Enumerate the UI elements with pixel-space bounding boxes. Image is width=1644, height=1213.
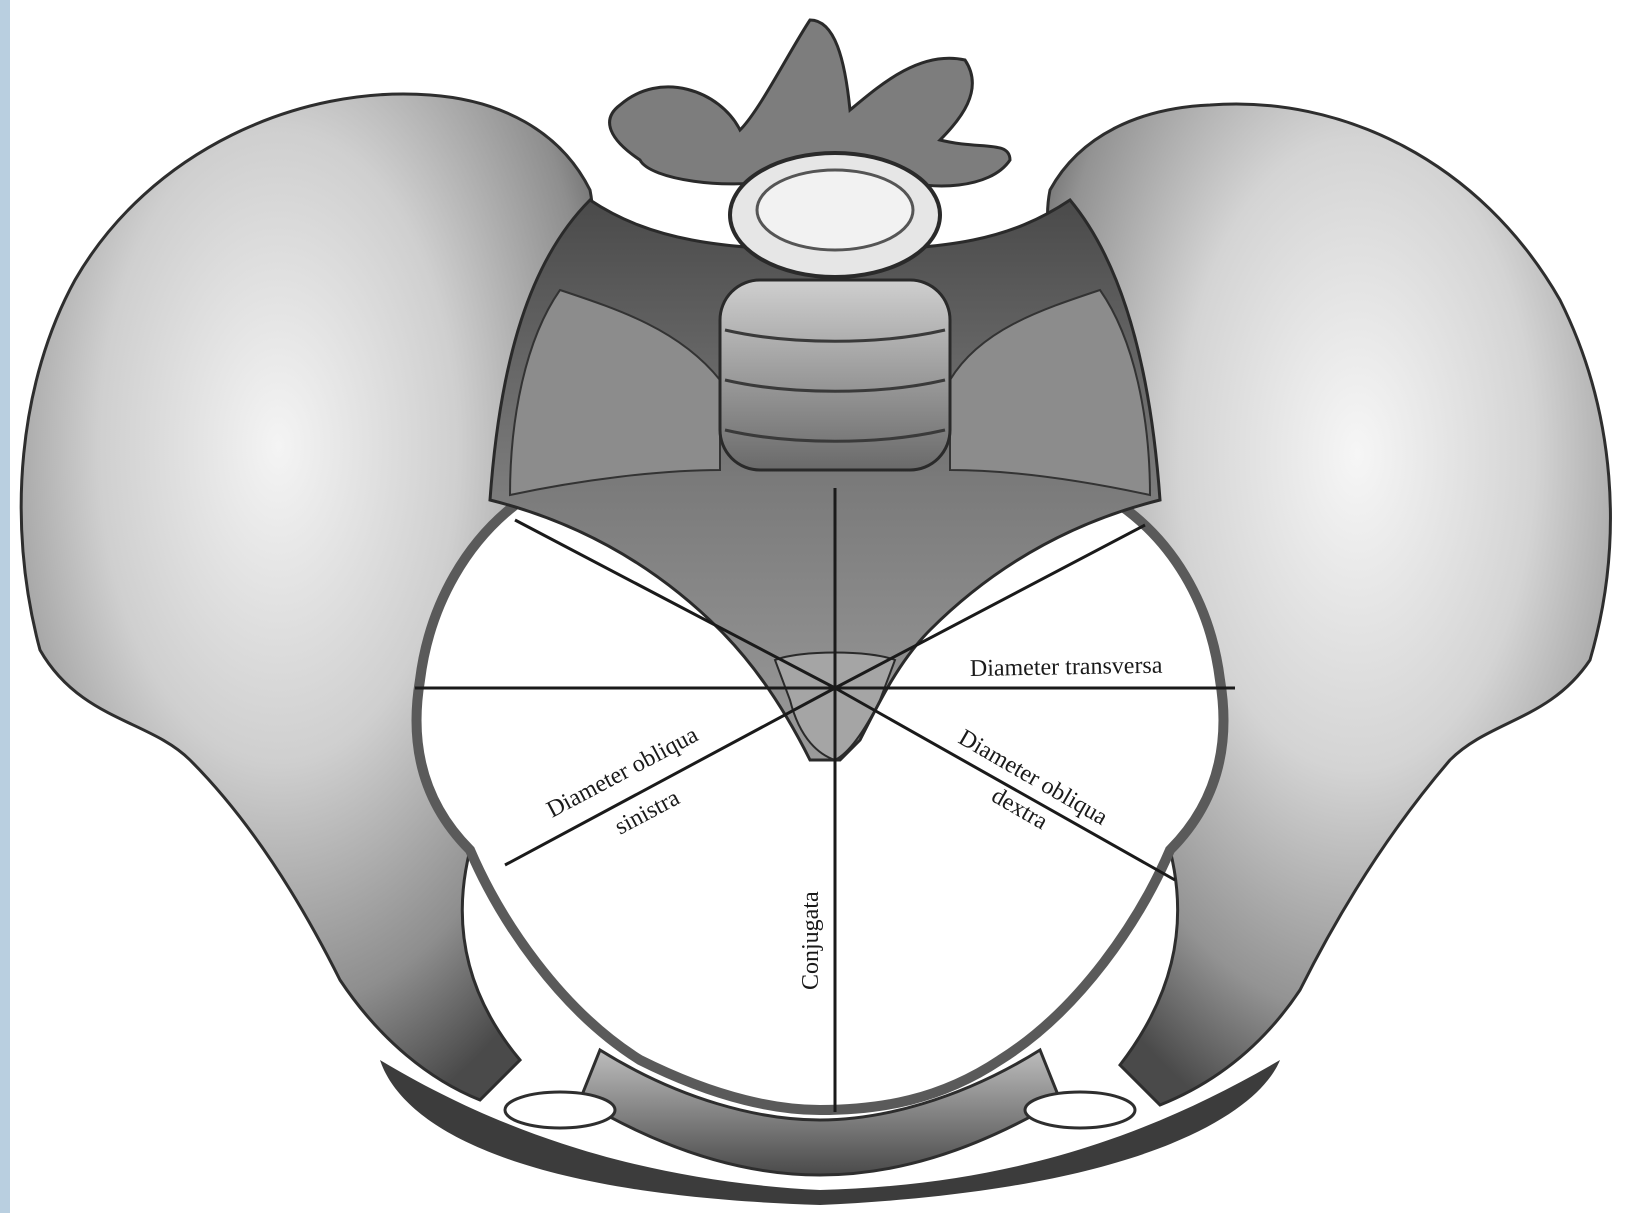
label-diameter-obliqua-sinistra-2: sinistra	[611, 785, 685, 841]
vertebral-body-rim	[757, 170, 913, 250]
right-iliac-wing	[1047, 104, 1610, 1105]
right-obturator-foramen	[1025, 1092, 1135, 1128]
slide-edge	[0, 0, 10, 1213]
label-conjugata: Conjugata	[798, 891, 824, 990]
line-obliqua-dextra-lower	[505, 688, 835, 865]
left-iliac-wing	[21, 94, 592, 1100]
label-diameter-transversa: Diameter transversa	[970, 653, 1163, 682]
left-obturator-foramen	[505, 1092, 615, 1128]
line-obliqua-sinistra-lower	[835, 688, 1175, 880]
